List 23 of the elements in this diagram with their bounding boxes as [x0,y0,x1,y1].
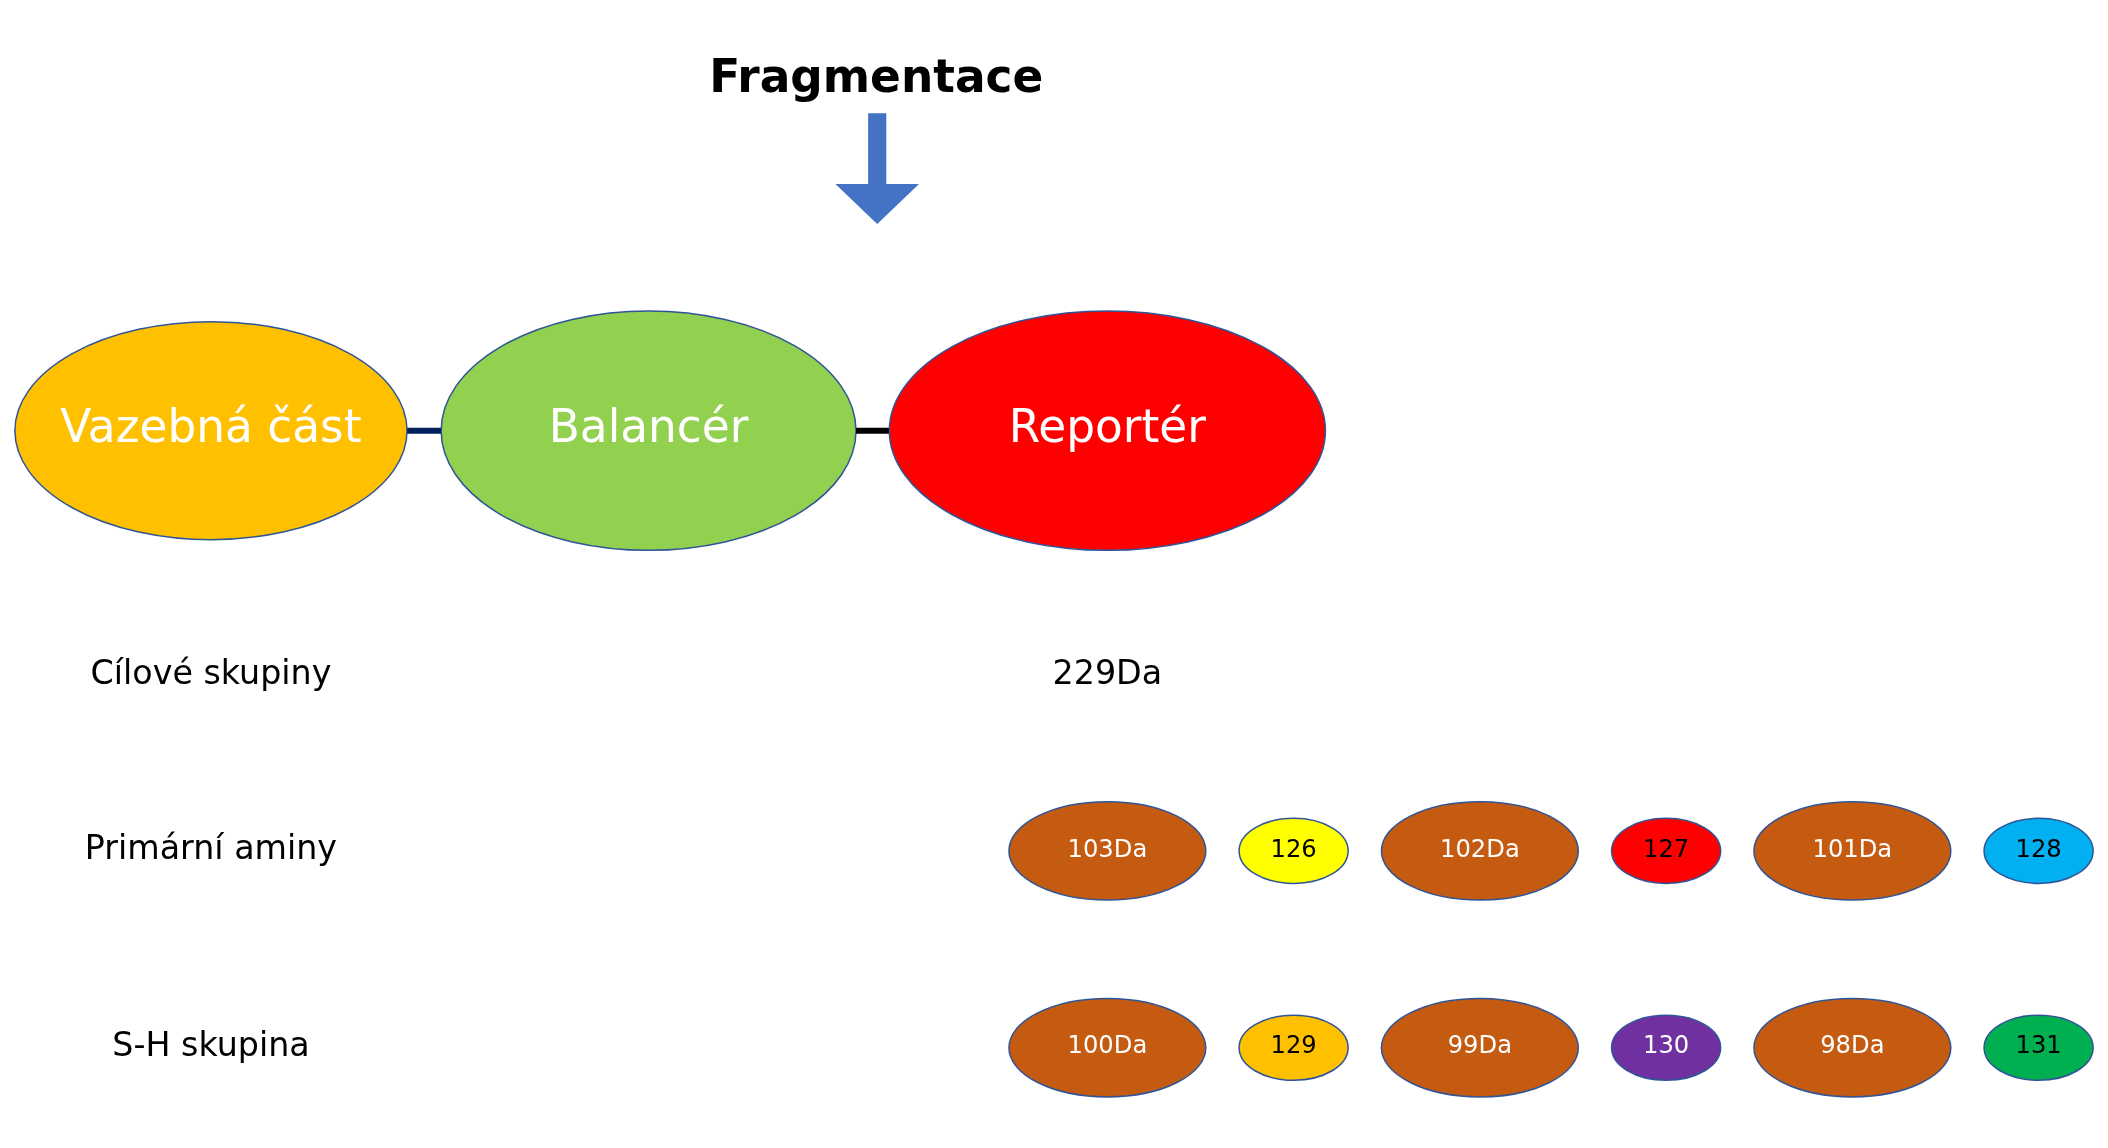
label: Cílové skupiny [90,653,332,693]
node-ellipse: 100Da [1008,997,1207,1098]
arrow [835,113,919,224]
node-ellipse: Vazebná část [14,320,408,541]
node-ellipse: Reportér [888,310,1327,552]
label: 229Da [1052,653,1163,693]
label: S-H skupina [112,1025,310,1065]
node-ellipse: 129 [1238,1014,1349,1082]
node-ellipse: 98Da [1753,997,1952,1098]
node-ellipse: Balancér [440,310,857,552]
connector [407,427,442,434]
node-ellipse: 103Da [1008,800,1207,901]
node-ellipse: 131 [1983,1014,2094,1082]
node-ellipse: 101Da [1753,800,1952,901]
node-ellipse: 128 [1983,817,2094,885]
node-ellipse: 102Da [1380,800,1580,901]
label: Primární aminy [84,828,338,868]
node-ellipse: 127 [1610,817,1722,885]
node-ellipse: 126 [1238,817,1349,885]
node-ellipse: 99Da [1380,997,1580,1098]
node-text: Fragmentace [709,49,1044,103]
node-ellipse: 130 [1610,1014,1722,1082]
connector [856,427,889,434]
